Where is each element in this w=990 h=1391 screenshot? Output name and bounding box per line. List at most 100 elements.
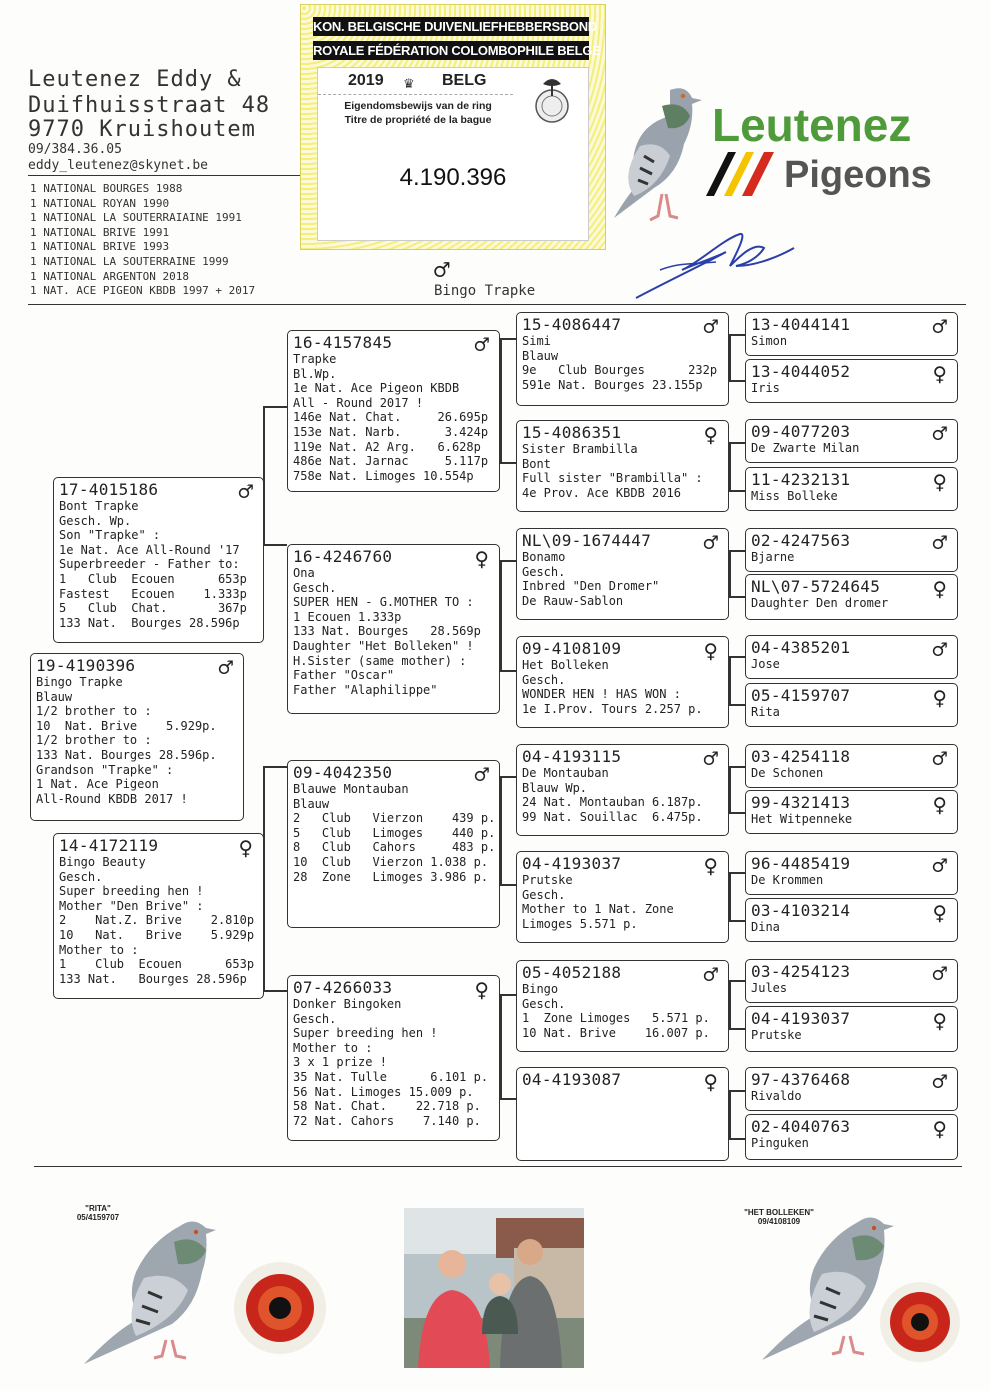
card-line: Donker Bingoken	[293, 997, 499, 1012]
pedigree-card-g4[interactable]: 11-4232131 ♀ Miss Bolleke	[745, 467, 958, 511]
card-line: Father "Oscar"	[293, 668, 499, 683]
ring-number: 13-4044141	[751, 316, 957, 334]
pedigree-card-dds[interactable]: 05-4052188 ♂ Bingo Gesch. 1 Zone Limoges…	[516, 960, 729, 1052]
brand-pigeon-icon	[600, 76, 710, 226]
card-line: 1 Club Ecouen 653p	[59, 957, 263, 972]
connector	[729, 1028, 745, 1030]
connector	[729, 442, 731, 490]
pedigree-card-g4[interactable]: NL\07-5724645 ♀ Daughter Den dromer	[745, 574, 958, 620]
pedigree-card-g4[interactable]: 05-4159707 ♀ Rita	[745, 683, 958, 727]
pedigree-card-dam-sire[interactable]: 09-4042350 ♂ Blauwe Montauban Blauw 2 Cl…	[287, 760, 500, 928]
pedigree-card-g4[interactable]: 02-4040763 ♀ Pinguken	[745, 1114, 958, 1160]
connector	[729, 920, 745, 922]
card-line: 153e Nat. Narb. 3.424p	[293, 425, 499, 440]
pedigree-card-g4[interactable]: 04-4385201 ♂ Jose	[745, 635, 958, 679]
achievement-item: 1 NATIONAL BOURGES 1988	[30, 182, 255, 197]
pedigree-card-g4[interactable]: 09-4077203 ♂ De Zwarte Milan	[745, 419, 958, 463]
pedigree-card-g4[interactable]: 03-4254118 ♂ De Schonen	[745, 744, 958, 788]
pedigree-card-subject[interactable]: 19-4190396 ♂ Bingo Trapke Blauw 1/2 brot…	[30, 653, 244, 821]
female-icon: ♀	[704, 639, 718, 663]
ring-cert-title-nl: KON. BELGISCHE DUIVENLIEFHEBBERSBOND	[313, 17, 589, 36]
connector	[729, 766, 745, 768]
ring-number: 11-4232131	[751, 471, 957, 489]
card-line: Iris	[751, 381, 957, 396]
pedigree-card-g4[interactable]: 13-4044141 ♂ Simon	[745, 312, 958, 356]
male-icon: ♂	[704, 531, 718, 555]
ring-number: NL\07-5724645	[751, 578, 957, 596]
female-icon: ♀	[933, 577, 947, 601]
card-line: Trapke	[293, 352, 499, 367]
card-line: Limoges 5.571 p.	[522, 917, 728, 932]
card-line: Bl.Wp.	[293, 367, 499, 382]
pedigree-card-sire-sire[interactable]: 16-4157845 ♂ Trapke Bl.Wp. 1e Nat. Ace P…	[287, 330, 500, 492]
pedigree-card-g4[interactable]: 03-4254123 ♂ Jules	[745, 959, 958, 1003]
ring-number: 15-4086447	[522, 316, 728, 334]
card-line: 10 Nat. Brive 5.929p.	[36, 719, 243, 734]
pedigree-card-sds[interactable]: NL\09-1674447 ♂ Bonamo Gesch. Inbred "De…	[516, 528, 729, 620]
female-icon: ♀	[475, 978, 489, 1002]
card-line: Father "Alaphilippe"	[293, 683, 499, 698]
pedigree-card-g4[interactable]: 04-4193037 ♀ Prutske	[745, 1006, 958, 1052]
pedigree-card-dam-dam[interactable]: 07-4266033 ♀ Donker Bingoken Gesch. Supe…	[287, 975, 500, 1141]
ring-number: 09-4108109	[522, 640, 728, 658]
card-line: 5 Club Limoges 440 p.	[293, 826, 499, 841]
card-line: WONDER HEN ! HAS WON :	[522, 687, 728, 702]
connector	[729, 380, 745, 382]
federation-logo-icon	[523, 70, 581, 128]
pedigree-card-ddd[interactable]: 04-4193087 ♀	[516, 1067, 729, 1161]
male-icon: ♂	[933, 962, 947, 986]
family-photo	[404, 1208, 584, 1368]
female-icon: ♀	[933, 470, 947, 494]
connector	[500, 994, 502, 1098]
connector	[500, 776, 502, 884]
card-line: De Schonen	[751, 766, 957, 781]
card-line: 2 Club Vierzon 439 p.	[293, 811, 499, 826]
card-line: 1e Nat. Ace All-Round '17	[59, 543, 263, 558]
card-line: Bjarne	[751, 550, 957, 565]
male-icon: ♂	[933, 854, 947, 878]
card-line: Blauw	[36, 690, 243, 705]
card-line: Pinguken	[751, 1136, 957, 1151]
connector	[729, 872, 731, 920]
ring-number: 03-4254123	[751, 963, 957, 981]
pedigree-card-dss[interactable]: 04-4193115 ♂ De Montauban Blauw Wp. 24 N…	[516, 744, 729, 836]
pigeon-bolleken-photo	[740, 1206, 970, 1368]
card-line: 10 Nat. Brive 5.929p	[59, 928, 263, 943]
card-line: Dina	[751, 920, 957, 935]
pedigree-card-ssd[interactable]: 15-4086351 ♀ Sister Brambilla Bont Full …	[516, 420, 729, 512]
connector	[729, 1138, 745, 1140]
connector	[500, 560, 502, 670]
pedigree-card-sdd[interactable]: 09-4108109 ♀ Het Bolleken Gesch. WONDER …	[516, 636, 729, 728]
pedigree-card-sire[interactable]: 17-4015186 ♂ Bont Trapke Gesch. Wp. Son …	[53, 477, 264, 643]
pedigree-card-g4[interactable]: 96-4485419 ♂ De Krommen	[745, 851, 958, 895]
pedigree-card-sss[interactable]: 15-4086447 ♂ Simi Blauw 9e Club Bourges …	[516, 312, 729, 406]
ring-certificate: KON. BELGISCHE DUIVENLIEFHEBBERSBOND ROY…	[300, 4, 606, 250]
card-line: Sister Brambilla	[522, 442, 728, 457]
connector	[500, 776, 516, 778]
pedigree-card-g4[interactable]: 99-4321413 ♀ Het Witpenneke	[745, 790, 958, 834]
pedigree-card-g4[interactable]: 13-4044052 ♀ Iris	[745, 359, 958, 403]
card-line: 3 x 1 prize !	[293, 1055, 499, 1070]
pedigree-card-g4[interactable]: 02-4247563 ♂ Bjarne	[745, 528, 958, 572]
male-icon: ♂	[704, 315, 718, 339]
card-line: De Rauw-Sablon	[522, 594, 728, 609]
connector	[729, 550, 731, 596]
card-line: Het Witpenneke	[751, 812, 957, 827]
card-line: Blauw Wp.	[522, 781, 728, 796]
achievements-list: 1 NATIONAL BOURGES 1988 1 NATIONAL ROYAN…	[30, 182, 255, 299]
pedigree-card-g4[interactable]: 03-4103214 ♀ Dina	[745, 898, 958, 942]
pedigree-card-dam[interactable]: 14-4172119 ♀ Bingo Beauty Gesch. Super b…	[53, 833, 264, 999]
card-line: Gesch.	[522, 565, 728, 580]
achievement-item: 1 NATIONAL BRIVE 1993	[30, 240, 255, 255]
card-line: 1 Nat. Ace Pigeon	[36, 777, 243, 792]
card-line: Blauwe Montauban	[293, 782, 499, 797]
card-line: 758e Nat. Limoges 10.554p	[293, 469, 499, 484]
pedigree-bottom-rule	[34, 1166, 962, 1167]
pedigree-card-sire-dam[interactable]: 16-4246760 ♀ Ona Gesch. SUPER HEN - G.MO…	[287, 544, 500, 714]
pedigree-card-dsd[interactable]: 04-4193037 ♀ Prutske Gesch. Mother to 1 …	[516, 851, 729, 943]
pedigree-card-g4[interactable]: 97-4376468 ♂ Rivaldo	[745, 1067, 958, 1111]
female-icon: ♀	[933, 901, 947, 925]
male-icon: ♂	[704, 963, 718, 987]
ring-number: 4.190.396	[318, 164, 588, 192]
card-line: Het Bolleken	[522, 658, 728, 673]
